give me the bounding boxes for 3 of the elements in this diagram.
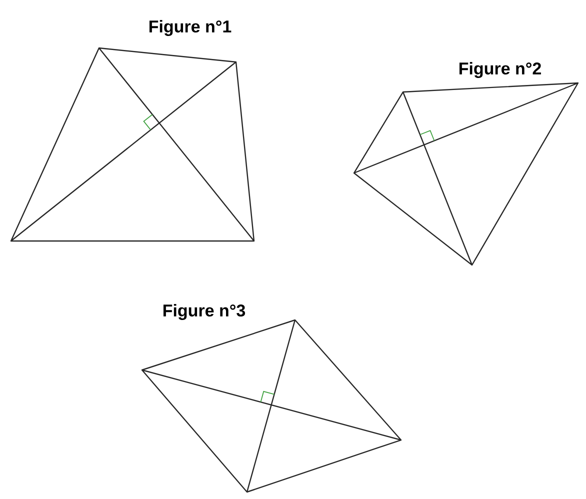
figure-title: Figure n°3 xyxy=(164,304,246,320)
figure-title: Figure n°1 xyxy=(150,20,232,36)
figure-title: Figure n°2 xyxy=(460,62,541,78)
